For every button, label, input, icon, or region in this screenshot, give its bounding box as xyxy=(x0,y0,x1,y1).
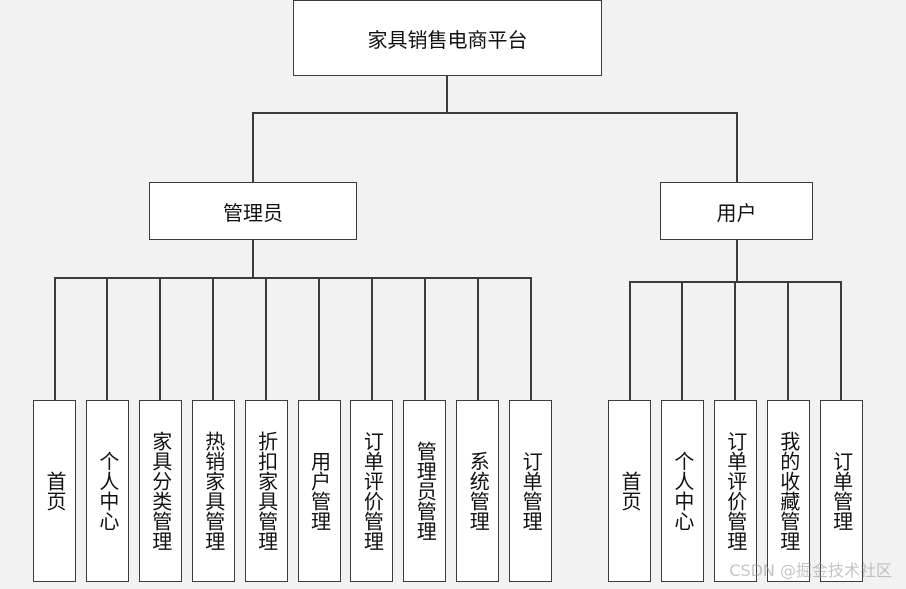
connector-leaf xyxy=(529,277,532,400)
function-node: 订单管理 xyxy=(819,400,863,582)
connector-leaf xyxy=(159,277,162,400)
function-node-label: 订单评价管理 xyxy=(723,431,748,551)
function-node: 系统管理 xyxy=(456,400,500,582)
watermark: CSDN @掘金技术社区 xyxy=(729,561,892,580)
function-node-label: 管理员管理 xyxy=(413,441,438,541)
connector-leaf xyxy=(787,281,790,400)
user-node: 用户 xyxy=(660,182,813,240)
function-node-label: 个人中心 xyxy=(95,451,120,531)
function-node: 我的收藏管理 xyxy=(766,400,810,582)
connector-leaf xyxy=(265,277,268,400)
connector-top-bar xyxy=(252,112,738,114)
connector-to-user xyxy=(736,112,738,182)
connector-to-admin xyxy=(252,112,254,182)
function-node: 折扣家具管理 xyxy=(244,400,288,582)
function-node-label: 订单管理 xyxy=(829,451,854,531)
root-node: 家具销售电商平台 xyxy=(293,0,602,76)
function-node: 订单管理 xyxy=(509,400,553,582)
admin-node-label: 管理员 xyxy=(223,200,283,225)
function-node-label: 系统管理 xyxy=(466,451,491,531)
function-node-label: 我的收藏管理 xyxy=(776,431,801,551)
function-node-label: 折扣家具管理 xyxy=(254,431,279,551)
function-node: 个人中心 xyxy=(660,400,704,582)
connector-root-down xyxy=(446,76,448,113)
connector-leaf xyxy=(840,281,843,400)
function-node: 热销家具管理 xyxy=(191,400,235,582)
function-node-label: 热销家具管理 xyxy=(201,431,226,551)
function-node: 订单评价管理 xyxy=(713,400,757,582)
function-node: 管理员管理 xyxy=(403,400,447,582)
connector-leaf xyxy=(734,281,737,400)
function-node: 首页 xyxy=(33,400,76,582)
user-node-label: 用户 xyxy=(716,200,757,225)
function-node: 用户管理 xyxy=(297,400,341,582)
function-node: 个人中心 xyxy=(85,400,129,582)
connector-leaf xyxy=(53,277,56,400)
connector-leaf xyxy=(476,277,479,400)
function-node-label: 首页 xyxy=(43,471,67,511)
connector-user-down xyxy=(736,240,738,282)
connector-leaf xyxy=(106,277,109,400)
connector-admin-down xyxy=(252,240,254,278)
function-node-label: 首页 xyxy=(618,471,642,511)
connector-leaf-bar xyxy=(53,277,532,279)
function-node-label: 个人中心 xyxy=(670,451,695,531)
connector-leaf xyxy=(423,277,426,400)
function-node-label: 订单评价管理 xyxy=(360,431,385,551)
connector-leaf xyxy=(681,281,684,400)
function-node: 订单评价管理 xyxy=(350,400,394,582)
function-node-label: 用户管理 xyxy=(307,451,332,531)
function-node-label: 家具分类管理 xyxy=(148,431,173,551)
root-node-label: 家具销售电商平台 xyxy=(367,27,528,52)
connector-leaf xyxy=(370,277,373,400)
function-node: 家具分类管理 xyxy=(138,400,182,582)
admin-node: 管理员 xyxy=(149,182,357,240)
connector-leaf xyxy=(212,277,215,400)
connector-leaf xyxy=(628,281,631,400)
function-node-label: 订单管理 xyxy=(519,451,544,531)
function-node: 首页 xyxy=(608,400,651,582)
connector-leaf xyxy=(318,277,320,400)
